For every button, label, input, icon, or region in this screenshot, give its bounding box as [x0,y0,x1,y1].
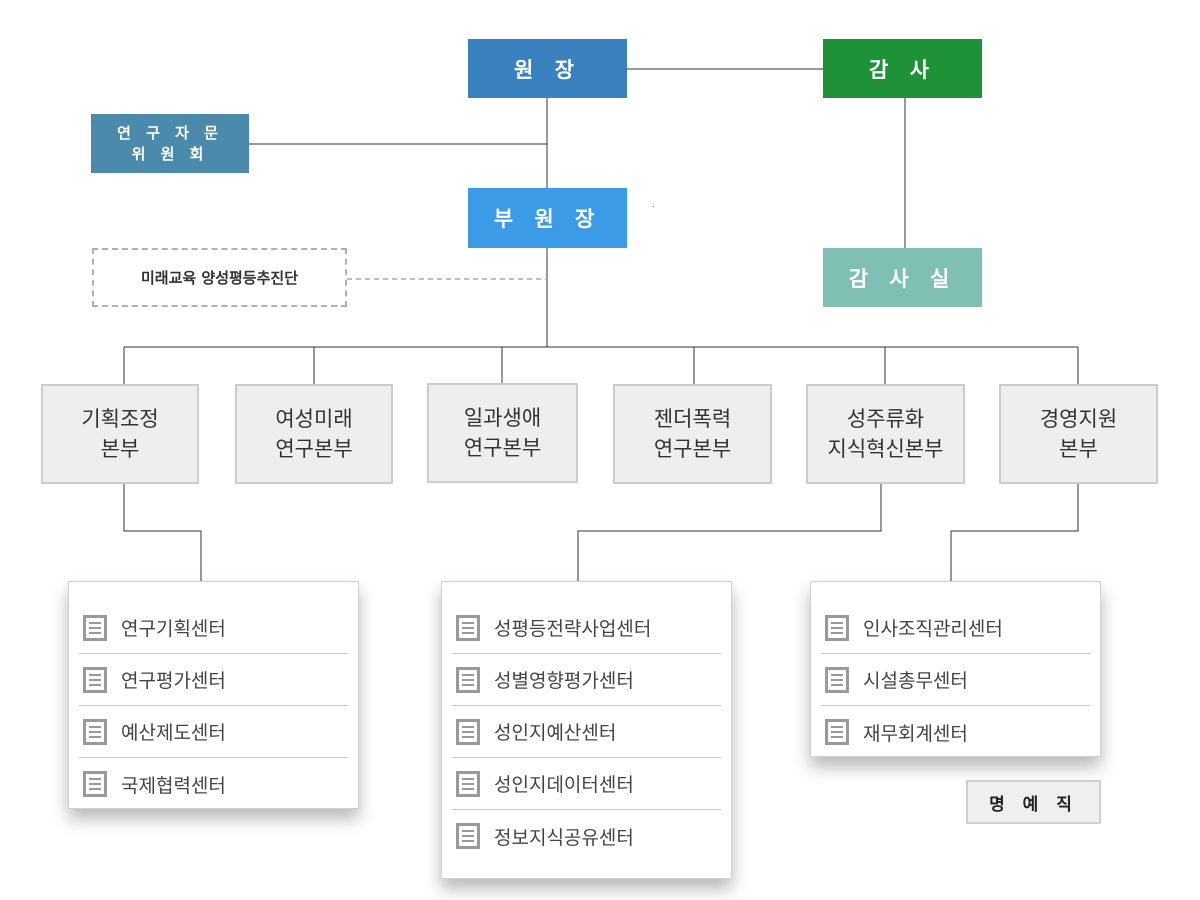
center-item[interactable]: 예산제도센터 [79,706,348,758]
vice-director-label: 부 원 장 [493,207,602,231]
center-name: 국제협력센터 [121,774,226,797]
mainstreaming-centers-panel: 성평등전략사업센터 성별영향평가센터 성인지예산센터 성인지데이터센터 정보지식… [441,581,732,879]
advisory-label-line2: 위 원 회 [131,144,209,163]
division-mainstreaming[interactable]: 성주류화 지식혁신본부 [806,384,965,484]
center-name: 성인지데이터센터 [494,774,634,796]
center-item[interactable]: 연구기획센터 [79,602,348,654]
division-name-line1: 여성미래 [275,407,353,431]
division-women-future[interactable]: 여성미래 연구본부 [235,384,393,484]
division-planning[interactable]: 기획조정 본부 [41,384,199,484]
center-name: 정보지식공유센터 [494,826,634,849]
division-name-line2: 본부 [100,437,140,461]
division-gender-violence[interactable]: 젠더폭력 연구본부 [613,384,772,484]
honorary-label: 명 예 직 [989,794,1078,815]
document-list-icon [825,719,849,745]
center-name: 시설총무센터 [863,670,968,692]
division-name-line1: 기획조정 [81,407,159,431]
division-work-life[interactable]: 일과생애 연구본부 [427,383,578,483]
audit-office-label: 감 사 실 [848,266,957,291]
division-name-line2: 연구본부 [653,437,732,461]
document-list-icon [825,666,849,693]
division-name-line2: 연구본부 [463,436,542,460]
division-name-line1: 일과생애 [463,406,542,430]
document-list-icon [83,771,107,797]
center-name: 예산제도센터 [121,722,226,744]
planning-centers-panel: 연구기획센터 연구평가센터 예산제도센터 국제협력센터 [68,581,359,809]
document-list-icon [83,666,107,693]
task-force-label: 미래교육 양성평등추진단 [140,269,299,287]
center-item[interactable]: 성인지데이터센터 [452,758,721,810]
center-name: 재무회계센터 [863,722,968,745]
center-name: 연구기획센터 [121,618,226,640]
advisory-committee-box[interactable]: 연 구 자 문 위 원 회 [91,114,249,173]
auditor-box[interactable]: 감 사 [823,39,982,98]
center-item[interactable]: 연구평가센터 [79,654,348,706]
center-item[interactable]: 정보지식공유센터 [452,810,721,862]
center-item[interactable]: 국제협력센터 [79,758,348,810]
director-label: 원 장 [514,57,581,82]
center-item[interactable]: 성평등전략사업센터 [452,602,721,654]
center-name: 연구평가센터 [121,670,226,692]
division-name-line1: 성주류화 [846,407,925,431]
center-item[interactable]: 성별영향평가센터 [452,654,721,706]
document-list-icon [825,614,849,641]
document-list-icon [83,718,107,745]
advisory-label-line1: 연 구 자 문 [117,123,223,142]
center-item[interactable]: 인사조직관리센터 [821,602,1090,654]
document-list-icon [456,770,480,797]
auditor-label: 감 사 [869,57,936,82]
division-name-line1: 경영지원 [1039,407,1118,431]
center-name: 성인지예산센터 [494,722,617,744]
center-item[interactable]: 재무회계센터 [821,706,1090,758]
audit-office-box[interactable]: 감 사 실 [823,248,982,307]
stray-dot [653,206,654,207]
center-name: 성별영향평가센터 [494,670,634,692]
document-list-icon [456,666,480,693]
task-force-box[interactable]: 미래교육 양성평등추진단 [92,248,347,307]
document-list-icon [456,823,480,849]
honorary-box[interactable]: 명 예 직 [966,780,1101,824]
document-list-icon [456,614,480,641]
director-box[interactable]: 원 장 [468,39,627,98]
center-name: 인사조직관리센터 [863,618,1003,640]
division-management[interactable]: 경영지원 본부 [999,384,1158,484]
center-item[interactable]: 성인지예산센터 [452,706,721,758]
center-item[interactable]: 시설총무센터 [821,654,1090,706]
management-centers-panel: 인사조직관리센터 시설총무센터 재무회계센터 [810,581,1101,757]
division-name-line2: 본부 [1059,437,1098,461]
document-list-icon [83,614,107,641]
center-name: 성평등전략사업센터 [494,618,652,640]
vice-director-box[interactable]: 부 원 장 [468,188,627,248]
document-list-icon [456,718,480,745]
division-name-line1: 젠더폭력 [653,407,732,431]
division-name-line2: 지식혁신본부 [827,437,944,461]
division-name-line2: 연구본부 [275,437,353,461]
